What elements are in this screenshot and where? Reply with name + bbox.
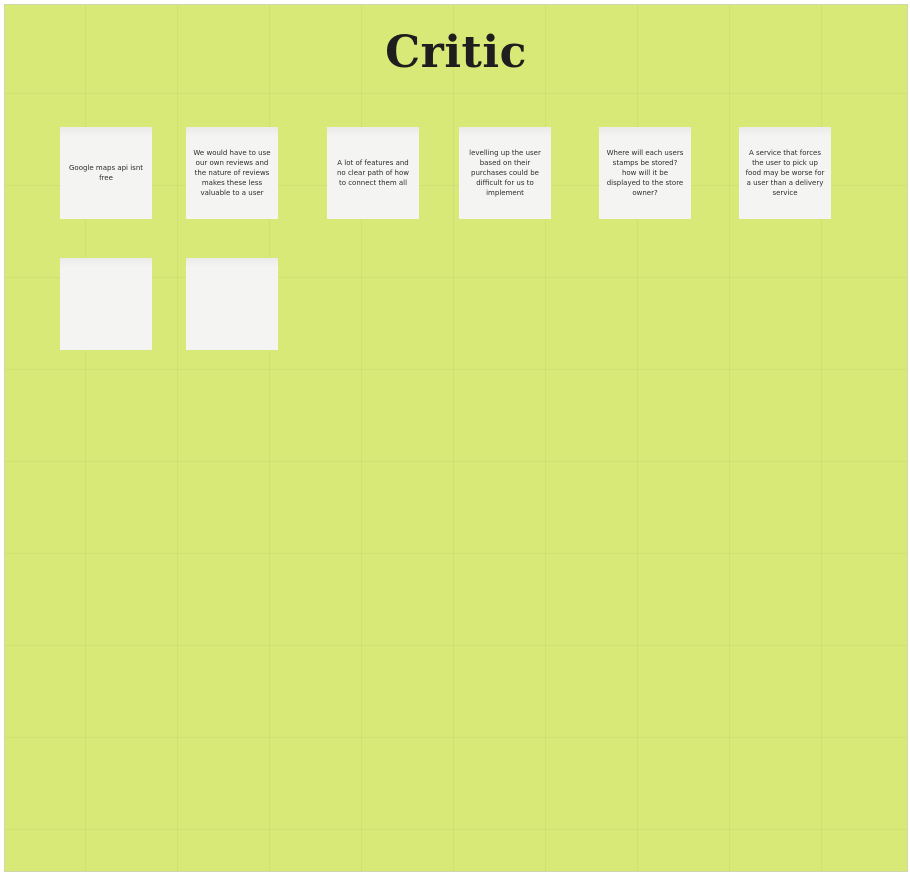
sticky-note[interactable]: We would have to use our own reviews and… <box>186 127 278 219</box>
sticky-note-text: levelling up the user based on their pur… <box>469 149 541 197</box>
sticky-note-text: A lot of features and no clear path of h… <box>337 159 409 187</box>
sticky-note[interactable]: levelling up the user based on their pur… <box>459 127 551 219</box>
sticky-note[interactable]: Where will each users stamps be stored? … <box>599 127 691 219</box>
sticky-note[interactable]: A service that forces the user to pick u… <box>739 127 831 219</box>
sticky-note-text: We would have to use our own reviews and… <box>193 149 271 197</box>
board-title: Critic <box>385 27 527 78</box>
sticky-note-empty[interactable] <box>186 258 278 350</box>
sticky-note-text: Google maps api isnt free <box>68 164 143 182</box>
sticky-note-text: A service that forces the user to pick u… <box>745 149 825 197</box>
whiteboard-canvas[interactable]: Critic Google maps api isnt free We woul… <box>4 4 908 872</box>
sticky-note[interactable]: A lot of features and no clear path of h… <box>327 127 419 219</box>
sticky-note-text: Where will each users stamps be stored? … <box>606 149 684 197</box>
sticky-note[interactable]: Google maps api isnt free <box>60 127 152 219</box>
sticky-note-empty[interactable] <box>60 258 152 350</box>
